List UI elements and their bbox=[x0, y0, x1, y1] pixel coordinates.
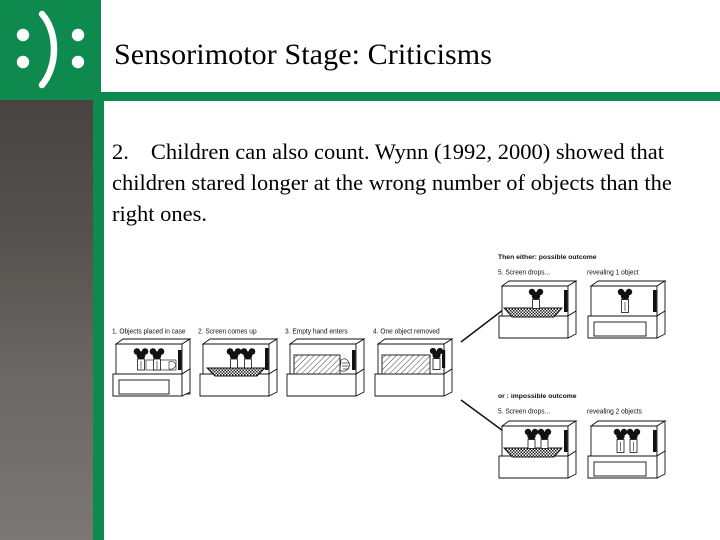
wynn-experiment-figure: 1. Objects placed in case 2. Screen come… bbox=[110, 240, 720, 502]
figure-panel-5-impossible bbox=[498, 420, 580, 480]
impossible-outcome-step-label: 5. Screen drops... bbox=[498, 408, 551, 416]
impossible-outcome-heading: or : impossible outcome bbox=[498, 393, 577, 400]
figure-panel-1 bbox=[112, 338, 194, 398]
logo-block bbox=[0, 0, 101, 100]
possible-outcome-step-label: 5. Screen drops... bbox=[498, 269, 551, 277]
figure-step-label-4: 4. One object removed bbox=[373, 328, 440, 336]
figure-step-label-3: 3. Empty hand enters bbox=[285, 328, 348, 336]
sidebar-gradient-band bbox=[0, 100, 93, 540]
body-paragraph-text: Children can also count. Wynn (1992, 200… bbox=[112, 139, 672, 226]
possible-outcome-heading: Then either: possible outcome bbox=[498, 254, 597, 261]
body-paragraph: 2.Children can also count. Wynn (1992, 2… bbox=[112, 136, 718, 229]
figure-panel-5-possible-result bbox=[587, 280, 669, 340]
figure-panel-2 bbox=[199, 338, 281, 398]
page-title: Sensorimotor Stage: Criticisms bbox=[114, 38, 492, 71]
figure-step-label-1: 1. Objects placed in case bbox=[112, 328, 186, 336]
impossible-outcome-result-label: revealing 2 objects bbox=[587, 408, 642, 416]
possible-outcome-result-label: revealing 1 object bbox=[587, 269, 639, 277]
figure-panel-5-possible bbox=[498, 280, 580, 340]
object-figure bbox=[133, 348, 149, 371]
sidebar-accent-stripe bbox=[93, 100, 104, 540]
smiley-colon-paren-icon bbox=[16, 10, 85, 89]
body-list-number: 2. bbox=[112, 139, 129, 164]
title-underline-rule bbox=[101, 92, 720, 101]
object-figure bbox=[149, 348, 165, 371]
figure-panel-4 bbox=[374, 338, 456, 398]
figure-panel-5-impossible-result bbox=[587, 420, 669, 480]
figure-panel-3 bbox=[286, 338, 368, 398]
figure-step-label-2: 2. Screen comes up bbox=[198, 328, 257, 336]
